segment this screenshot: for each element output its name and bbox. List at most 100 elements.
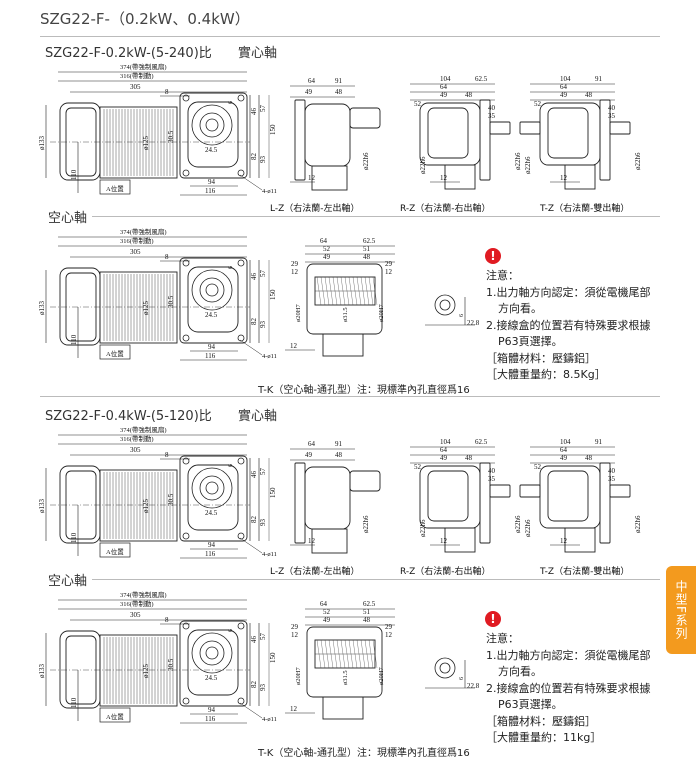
dimension-label: 48 — [363, 616, 371, 624]
dimension-label: 46 — [250, 636, 258, 644]
dimension-label: 48 — [585, 454, 593, 462]
dimension-label: 52 — [534, 100, 542, 108]
dimension-label: 40 — [608, 467, 616, 475]
note-n1b: 方向看。 — [498, 302, 542, 315]
dimension-label: 49 — [560, 91, 568, 99]
dimension-label: 12 — [560, 174, 568, 182]
dimension-label: 374(帶強制風扇) — [120, 62, 167, 71]
dimension-label: 8 — [165, 253, 169, 261]
dimension-label: 62.5 — [363, 237, 376, 245]
note-n1b: 方向看。 — [498, 665, 542, 678]
note-weight: ［大體重量約：8.5Kg］ — [486, 368, 606, 381]
dimension-label: 94 — [208, 706, 216, 714]
dimension-label: A位置 — [106, 547, 124, 556]
dimension-label: 305 — [130, 611, 141, 619]
dimension-label: ø22h6 — [362, 515, 370, 533]
dimension-label: 57 — [259, 633, 267, 641]
keyway-hole-drawing: 622.8 — [425, 294, 480, 327]
dimension-label: ø125 — [142, 301, 150, 316]
dimension-label: A位置 — [106, 184, 124, 193]
dimension-label: 305 — [130, 446, 141, 454]
note-n1: 1.出力軸方向認定：須從電機尾部 — [486, 285, 651, 299]
dimension-label: 35 — [488, 112, 496, 120]
series-side-tab[interactable]: 中型F系列 — [666, 566, 696, 654]
dimension-label: 8 — [165, 88, 169, 96]
note-n2: 2.接線盒的位置若有特殊要求根據 — [486, 681, 651, 695]
dimension-label: 30.5 — [167, 658, 175, 671]
dimension-label: 30.5 — [167, 295, 175, 308]
tk-caption: T-K（空心軸-通孔型）注：現標準內孔直徑爲16 — [258, 385, 470, 396]
dimension-label: 64 — [308, 440, 316, 448]
dimension-label: ø133 — [38, 301, 46, 316]
dimension-label: 12 — [291, 631, 299, 639]
dimension-label: 94 — [208, 343, 216, 351]
dimension-label: 150 — [269, 487, 277, 498]
dimension-label: 316(帶制動) — [120, 434, 154, 443]
dimension-label: 12 — [308, 537, 316, 545]
section-title: SZG22-F-0.4kW-(5-120)比 — [45, 409, 212, 424]
dimension-label: 40 — [488, 467, 496, 475]
section-divider — [40, 396, 660, 397]
dimension-label: 6 — [459, 677, 465, 680]
dimension-label: 4-ø11 — [262, 188, 277, 195]
dimension-label: 93 — [259, 156, 267, 164]
dimension-label: 49 — [440, 91, 448, 99]
dimension-label: 49 — [305, 451, 313, 459]
dimension-label: 6 — [228, 101, 234, 104]
dimension-label: 46 — [250, 273, 258, 281]
dimension-label: 374(帶強制風扇) — [120, 590, 167, 599]
dimension-label: 12 — [291, 268, 299, 276]
note-heading: 注意： — [486, 269, 519, 282]
dimension-label: 4-ø11 — [262, 716, 277, 723]
dimension-label: 116 — [205, 550, 216, 558]
dimension-label: 52 — [534, 463, 542, 471]
dimension-label: 51 — [363, 608, 371, 616]
dimension-label: ø20H7 — [295, 304, 302, 322]
dimension-label: 24.5 — [205, 674, 218, 682]
dimension-label: 150 — [269, 124, 277, 135]
dimension-label: 116 — [205, 187, 216, 195]
hollow-shaft-label: 空心軸 — [48, 211, 88, 226]
dimension-label: 22.8 — [467, 682, 480, 690]
dimension-label: 316(帶制動) — [120, 236, 154, 245]
rz-caption: R-Z（右法蘭-右出軸） — [400, 202, 491, 214]
dimension-label: 82 — [250, 516, 258, 524]
dimension-label: 48 — [465, 454, 473, 462]
dimension-label: 91 — [335, 440, 343, 448]
dimension-label: A位置 — [106, 712, 124, 721]
dimension-label: 374(帶強制風扇) — [120, 227, 167, 236]
dimension-label: 150 — [269, 289, 277, 300]
dimension-label: 49 — [305, 88, 313, 96]
note-n2: 2.接線盒的位置若有特殊要求根據 — [486, 318, 651, 332]
warning-icon: ! — [485, 248, 501, 264]
dimension-label: 91 — [335, 77, 343, 85]
dimension-label: 57 — [259, 270, 267, 278]
dimension-label: 104 — [560, 75, 571, 83]
dimension-label: ø22h6 — [362, 152, 370, 170]
dimension-label: 12 — [560, 537, 568, 545]
dimension-label: 116 — [205, 352, 216, 360]
hollow-shaft-label: 空心軸 — [48, 574, 88, 589]
dimension-label: 104 — [560, 438, 571, 446]
dimension-label: 35 — [488, 475, 496, 483]
dimension-label: 35 — [608, 475, 616, 483]
page-title: SZG22-F-（0.2kW、0.4kW） — [40, 10, 250, 28]
dimension-label: ø22h6 — [419, 156, 427, 174]
dimension-label: 30.5 — [167, 493, 175, 506]
dimension-label: 46 — [250, 108, 258, 116]
hollow-divider — [92, 579, 660, 580]
dimension-label: 94 — [208, 178, 216, 186]
dimension-label: 51 — [363, 245, 371, 253]
dimension-label: 62.5 — [363, 600, 376, 608]
dimension-label: 64 — [560, 446, 568, 454]
dimension-label: 93 — [259, 519, 267, 527]
dimension-label: ø22h6 — [524, 519, 532, 537]
dimension-label: 104 — [440, 75, 451, 83]
